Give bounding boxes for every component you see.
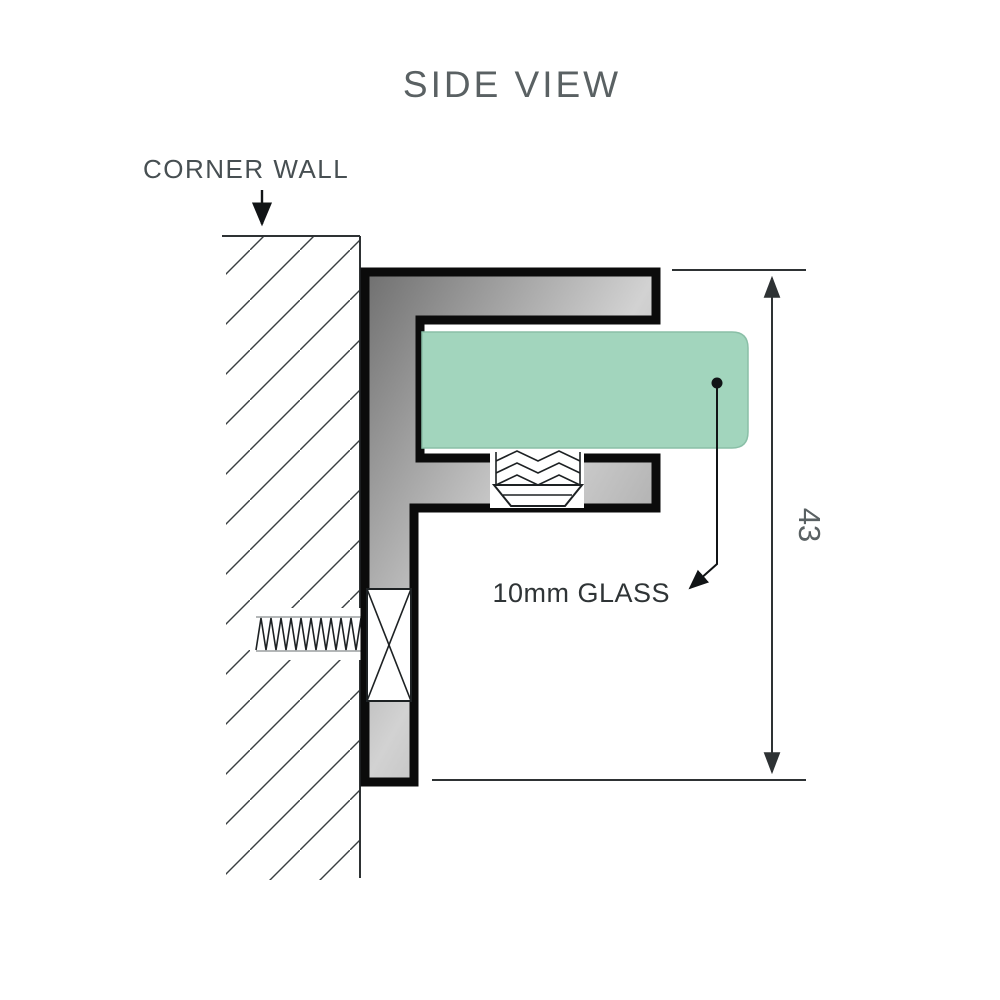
grub-screw	[490, 450, 585, 508]
screw-head	[366, 588, 412, 702]
page-title: SIDE VIEW	[403, 64, 621, 105]
grub-screw-thread-1	[495, 450, 581, 462]
screw-head-diagonal-2	[366, 588, 412, 702]
grub-screw-thread-2	[495, 462, 581, 474]
glass-label: 10mm GLASS	[492, 578, 670, 608]
dimension-value: 43	[792, 508, 827, 542]
screw-thread-zigzag	[255, 617, 367, 651]
corner-wall-label: CORNER WALL	[143, 154, 349, 184]
glass-panel	[421, 331, 749, 449]
glass-leader-dot	[711, 377, 723, 389]
wall-hatching	[226, 236, 360, 880]
glass-leader-line	[688, 388, 718, 590]
bracket-profile	[360, 267, 661, 787]
